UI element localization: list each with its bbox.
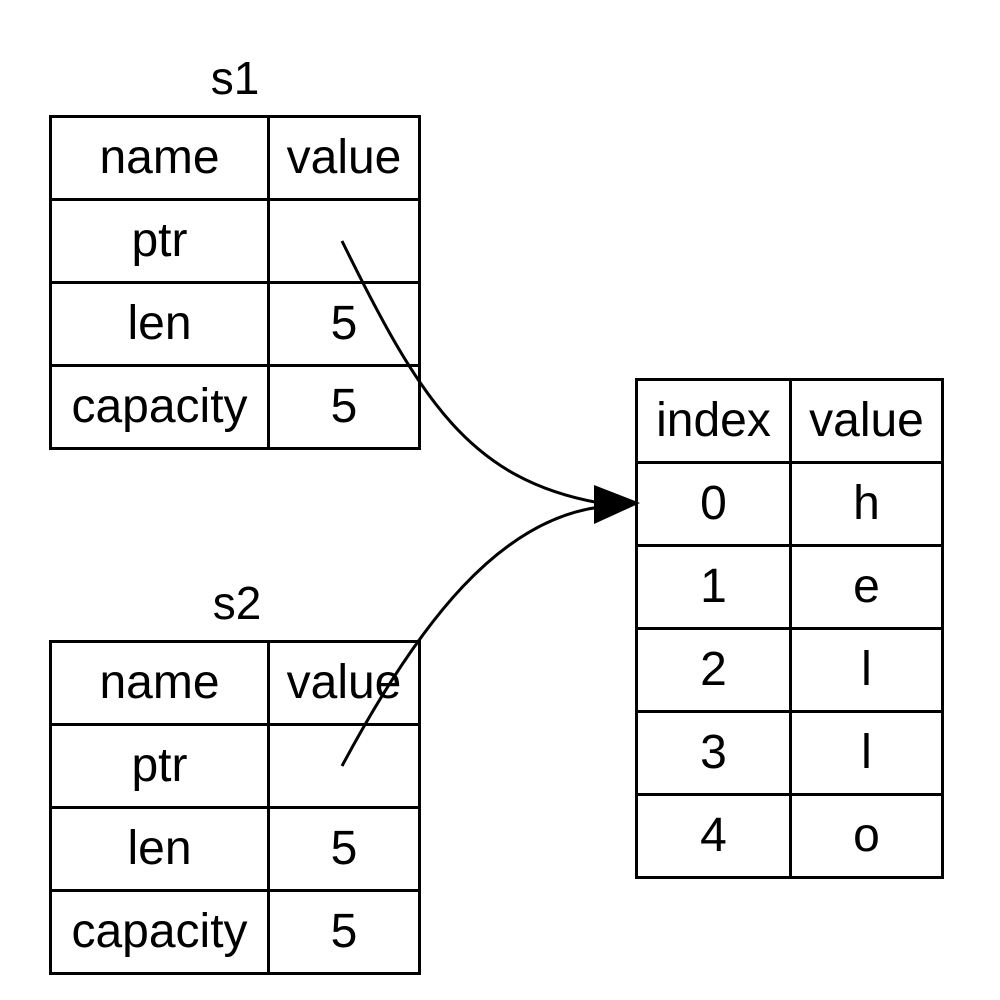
heap-index: 4 xyxy=(635,793,792,879)
s2-row-len: len 5 xyxy=(49,806,421,892)
s2-header-name: name xyxy=(49,640,270,726)
s1-row-len: len 5 xyxy=(49,281,421,367)
s2-field-name: ptr xyxy=(49,723,270,809)
heap-value: l xyxy=(789,627,944,713)
s2-row-ptr: ptr xyxy=(49,723,421,809)
heap-header-value: value xyxy=(789,378,944,464)
heap-header-row: index value xyxy=(635,378,944,464)
s1-field-name: ptr xyxy=(49,198,270,284)
s1-row-ptr: ptr xyxy=(49,198,421,284)
heap-index: 0 xyxy=(635,461,792,547)
s1-header-name: name xyxy=(49,115,270,201)
heap-value: e xyxy=(789,544,944,630)
heap-value: h xyxy=(789,461,944,547)
s1-struct-table: name value ptr len 5 capacity 5 xyxy=(49,115,421,450)
arrowhead-icon xyxy=(594,485,640,524)
s2-row-capacity: capacity 5 xyxy=(49,889,421,975)
s2-title: s2 xyxy=(212,577,262,629)
heap-header-index: index xyxy=(635,378,792,464)
s2-header-value: value xyxy=(267,640,421,726)
heap-index: 1 xyxy=(635,544,792,630)
heap-row: 3 l xyxy=(635,710,944,796)
heap-buffer-table: index value 0 h 1 e 2 l 3 l 4 o xyxy=(635,378,944,879)
heap-value: l xyxy=(789,710,944,796)
heap-row: 1 e xyxy=(635,544,944,630)
s1-field-value xyxy=(267,198,421,284)
s1-field-value: 5 xyxy=(267,281,421,367)
heap-row: 2 l xyxy=(635,627,944,713)
heap-row: 4 o xyxy=(635,793,944,879)
s1-header-value: value xyxy=(267,115,421,201)
s2-field-name: capacity xyxy=(49,889,270,975)
s1-field-name: capacity xyxy=(49,364,270,450)
s1-title: s1 xyxy=(210,52,260,104)
heap-index: 2 xyxy=(635,627,792,713)
s1-field-name: len xyxy=(49,281,270,367)
s2-field-value: 5 xyxy=(267,889,421,975)
heap-index: 3 xyxy=(635,710,792,796)
s2-field-value xyxy=(267,723,421,809)
s2-field-value: 5 xyxy=(267,806,421,892)
heap-value: o xyxy=(789,793,944,879)
s2-struct-table: name value ptr len 5 capacity 5 xyxy=(49,640,421,975)
s1-header-row: name value xyxy=(49,115,421,201)
heap-row: 0 h xyxy=(635,461,944,547)
s1-row-capacity: capacity 5 xyxy=(49,364,421,450)
s2-field-name: len xyxy=(49,806,270,892)
s1-field-value: 5 xyxy=(267,364,421,450)
s2-header-row: name value xyxy=(49,640,421,726)
